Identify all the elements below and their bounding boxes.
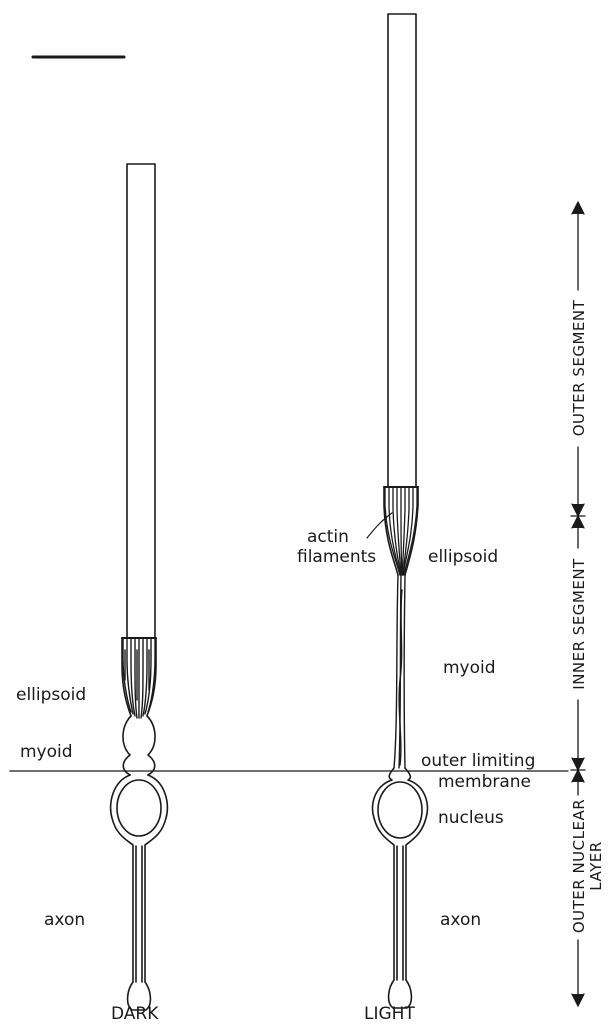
outer-segment-label: OUTER SEGMENT [570, 299, 588, 436]
light-actin-filaments [384, 487, 418, 575]
dark-ellipsoid-label: ellipsoid [16, 685, 86, 705]
dark-axon-inner [136, 846, 142, 982]
light-cone-cell [373, 14, 428, 1008]
light-axon-label: axon [440, 910, 481, 930]
dark-nucleus-outer [111, 775, 168, 1010]
nucleus-label: nucleus [438, 808, 504, 828]
dark-myoid [123, 716, 155, 775]
olm-label-line1: outer limiting [421, 751, 535, 771]
light-nucleus [378, 782, 422, 838]
dark-cone-cell [111, 164, 168, 1010]
dark-condition-label: DARK [111, 1004, 159, 1024]
light-axon-inner [397, 846, 403, 980]
light-condition-label: LIGHT [364, 1004, 415, 1024]
light-nucleus-outer [373, 768, 428, 1008]
outer-nuclear-label-line2: LAYER [587, 841, 605, 890]
outer-nuclear-label-line1: OUTER NUCLEAR [570, 799, 588, 933]
light-myoid-label: myoid [443, 658, 496, 678]
inner-segment-label: INNER SEGMENT [570, 558, 588, 690]
actin-label-line2: filaments [297, 547, 376, 567]
dark-outer-segment [127, 164, 155, 638]
light-ellipsoid-label: ellipsoid [428, 547, 498, 567]
dark-myoid-label: myoid [20, 742, 73, 762]
actin-label-line1: actin [307, 527, 349, 547]
light-outer-segment [388, 14, 416, 487]
dark-axon-label: axon [44, 910, 85, 930]
olm-label-line2: membrane [438, 772, 531, 792]
dark-nucleus [117, 780, 161, 836]
light-myoid [394, 575, 405, 768]
